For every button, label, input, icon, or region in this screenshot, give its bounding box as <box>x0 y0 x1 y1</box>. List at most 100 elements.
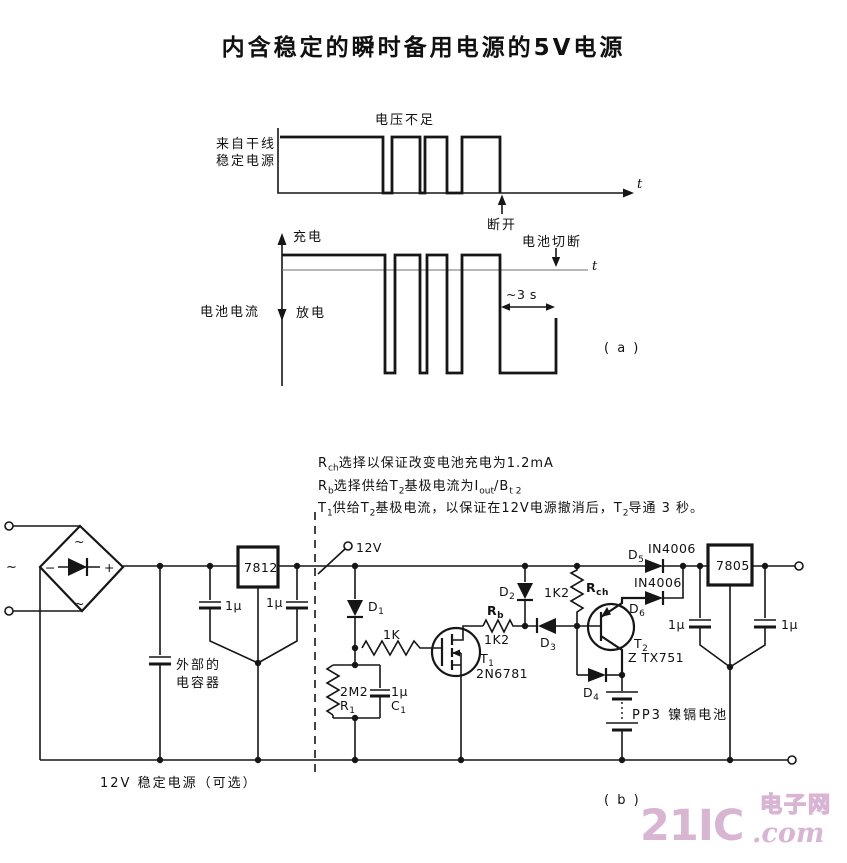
battery-label: PP3 镍镉电池 <box>632 707 728 723</box>
cap-7805-output: 1μ <box>729 566 798 668</box>
cap-c1-label: C1 <box>391 698 406 716</box>
bridge-minus: − <box>45 560 56 575</box>
diode-d4-label: D4 <box>583 685 599 703</box>
resistor-rb-label: Rb <box>487 603 504 621</box>
junction-dots <box>156 562 769 764</box>
mosfet-arrow-icon <box>452 649 460 657</box>
diode-d6-label: D6 <box>629 601 645 619</box>
disconnect-label: 断开 <box>487 218 517 233</box>
resistor-rch-value: 1K2 <box>544 585 570 600</box>
resistor-1k-value: 1K <box>383 627 400 642</box>
transistor-t1-part: 2N6781 <box>476 666 528 681</box>
cap-7812-output-value: 1μ <box>266 595 283 610</box>
ac-input-terminal-top <box>4 521 14 531</box>
figure-a-waveforms: 电压不足 来自干线 稳定电源 t 断开 充电 放电 电池电流 电池切断 <box>200 113 643 386</box>
battery-current-waveform: 充电 放电 电池电流 电池切断 t ~3 s ( a ) <box>200 229 640 386</box>
rail-12v-tap: 12V <box>317 540 382 575</box>
transistor-t1-label: T1 <box>479 651 494 669</box>
transistor-t2-part: Z TX751 <box>628 650 684 665</box>
bridge-rectifier: ~ ~ − + <box>38 524 125 613</box>
resistor-r1 <box>325 664 341 716</box>
cap-7812-input: 1μ <box>199 566 259 664</box>
regulator-7812 <box>236 545 280 589</box>
resistor-r1-label: R1 <box>340 698 355 716</box>
dc-output-terminal-bottom <box>787 755 797 765</box>
figure-a-tag: ( a ) <box>604 341 640 356</box>
t-label-upper: t <box>637 177 643 192</box>
disconnect-arrow-icon <box>497 194 507 205</box>
diode-d3: D3 <box>535 618 601 653</box>
resistor-r1-value: 2M2 <box>340 684 368 699</box>
transistor-t1-mosfet: T1 2N6781 <box>430 625 528 760</box>
twelve-v-label: 12V <box>356 540 382 555</box>
diode-d1: D1 <box>347 566 384 648</box>
twelve-v-terminal <box>343 541 353 551</box>
battery-pp3: PP3 镍镉电池 <box>606 675 728 760</box>
resistor-rch-label: Rch <box>586 580 609 598</box>
figure-b-tag: ( b ) <box>604 793 641 808</box>
cap-7805-input: 1μ <box>668 566 731 668</box>
transistor-t2-label: T2 <box>633 636 648 654</box>
external-cap-label2: 电容器 <box>176 675 221 691</box>
diode-d3-label: D3 <box>540 635 556 653</box>
diode-d5: D5 IN4006 <box>628 541 696 573</box>
cap-c1-value: 1μ <box>391 684 408 699</box>
external-cap-label1: 外部的 <box>176 657 221 673</box>
cap-7812-input-value: 1μ <box>225 598 242 613</box>
diode-d5-part: IN4006 <box>648 541 696 556</box>
undervoltage-label: 电压不足 <box>375 113 435 128</box>
diode-d5-label: D5 <box>628 547 644 565</box>
dc-output-terminal-top <box>794 561 804 571</box>
watermark-cn: 电子网 <box>759 793 833 818</box>
watermark: 21IC .com 电子网 <box>636 793 844 859</box>
watermark-21ic: 21IC <box>640 801 744 851</box>
diode-d4: D4 <box>576 626 622 703</box>
cutoff-arrow-icon <box>551 257 561 267</box>
discharge-label: 放电 <box>296 306 326 321</box>
bridge-tilde-top: ~ <box>74 534 85 549</box>
cap-7805-output-value: 1μ <box>781 617 798 632</box>
diode-d6-part: IN4006 <box>634 575 682 590</box>
figure-b-circuit: ~ ~ ~ − + 外部的 电容器 <box>4 512 804 808</box>
diode-d6: IN4006 D6 <box>629 566 684 619</box>
resistor-rch: 1K2 Rch <box>544 566 609 626</box>
t-label-lower: t <box>592 259 598 274</box>
mains-waveform: 电压不足 来自干线 稳定电源 t 断开 <box>216 113 643 233</box>
transistor-t2-pnp: T2 Z TX751 <box>586 596 684 675</box>
ac-input-terminal-bottom <box>4 606 14 616</box>
diode-d2-label: D2 <box>499 584 515 602</box>
bridge-tilde-bottom: ~ <box>74 596 85 611</box>
three-seconds-label: ~3 s <box>506 287 537 302</box>
resistor-1k: 1K <box>361 627 441 657</box>
t-axis-arrow-icon <box>623 188 634 198</box>
regulator-7805 <box>706 543 754 587</box>
span-arrow-right-icon <box>546 303 555 311</box>
resistor-rb-value: 1K2 <box>484 632 510 647</box>
resistor-rb: Rb 1K2 <box>482 603 537 647</box>
pnp-emitter-arrow-icon <box>601 607 611 617</box>
regulator-7805-label: 7805 <box>716 558 750 573</box>
supply-12v-caption: 12V 稳定电源（可选） <box>100 775 258 791</box>
cap-7812-output: 1μ <box>257 566 308 664</box>
discharge-arrow-icon <box>277 309 287 321</box>
mains-label-line2: 稳定电源 <box>216 153 276 169</box>
diode-d1-label: D1 <box>368 599 384 617</box>
mains-label-line1: 来自干线 <box>216 137 276 152</box>
bridge-diode-icon <box>68 558 87 576</box>
charge-label: 充电 <box>293 229 323 245</box>
span-arrow-left-icon <box>501 303 510 311</box>
charge-arrow-icon <box>277 233 287 245</box>
note-line-1: Rch选择以保证改变电池充电为1.2mA <box>318 456 554 474</box>
battery-current-label: 电池电流 <box>200 305 260 320</box>
page-title: 内含稳定的瞬时备用电源的5V电源 <box>221 35 626 61</box>
external-capacitor: 外部的 电容器 <box>149 566 221 760</box>
note-line-3: T1供给T2基极电流，以保证在12V电源撤消后，T2导通 3 秒。 <box>318 501 705 519</box>
r1-c1-network: 2M2 R1 1μ C1 <box>325 648 408 760</box>
watermark-dot-com: .com <box>752 818 825 849</box>
battery-cutoff-label: 电池切断 <box>522 235 582 250</box>
design-notes: Rch选择以保证改变电池充电为1.2mA Rb选择供给T2基极电流为Iout/B… <box>318 455 758 523</box>
bridge-plus: + <box>104 560 115 575</box>
ac-tilde-label: ~ <box>6 560 19 575</box>
diode-d2: D2 <box>499 566 533 626</box>
